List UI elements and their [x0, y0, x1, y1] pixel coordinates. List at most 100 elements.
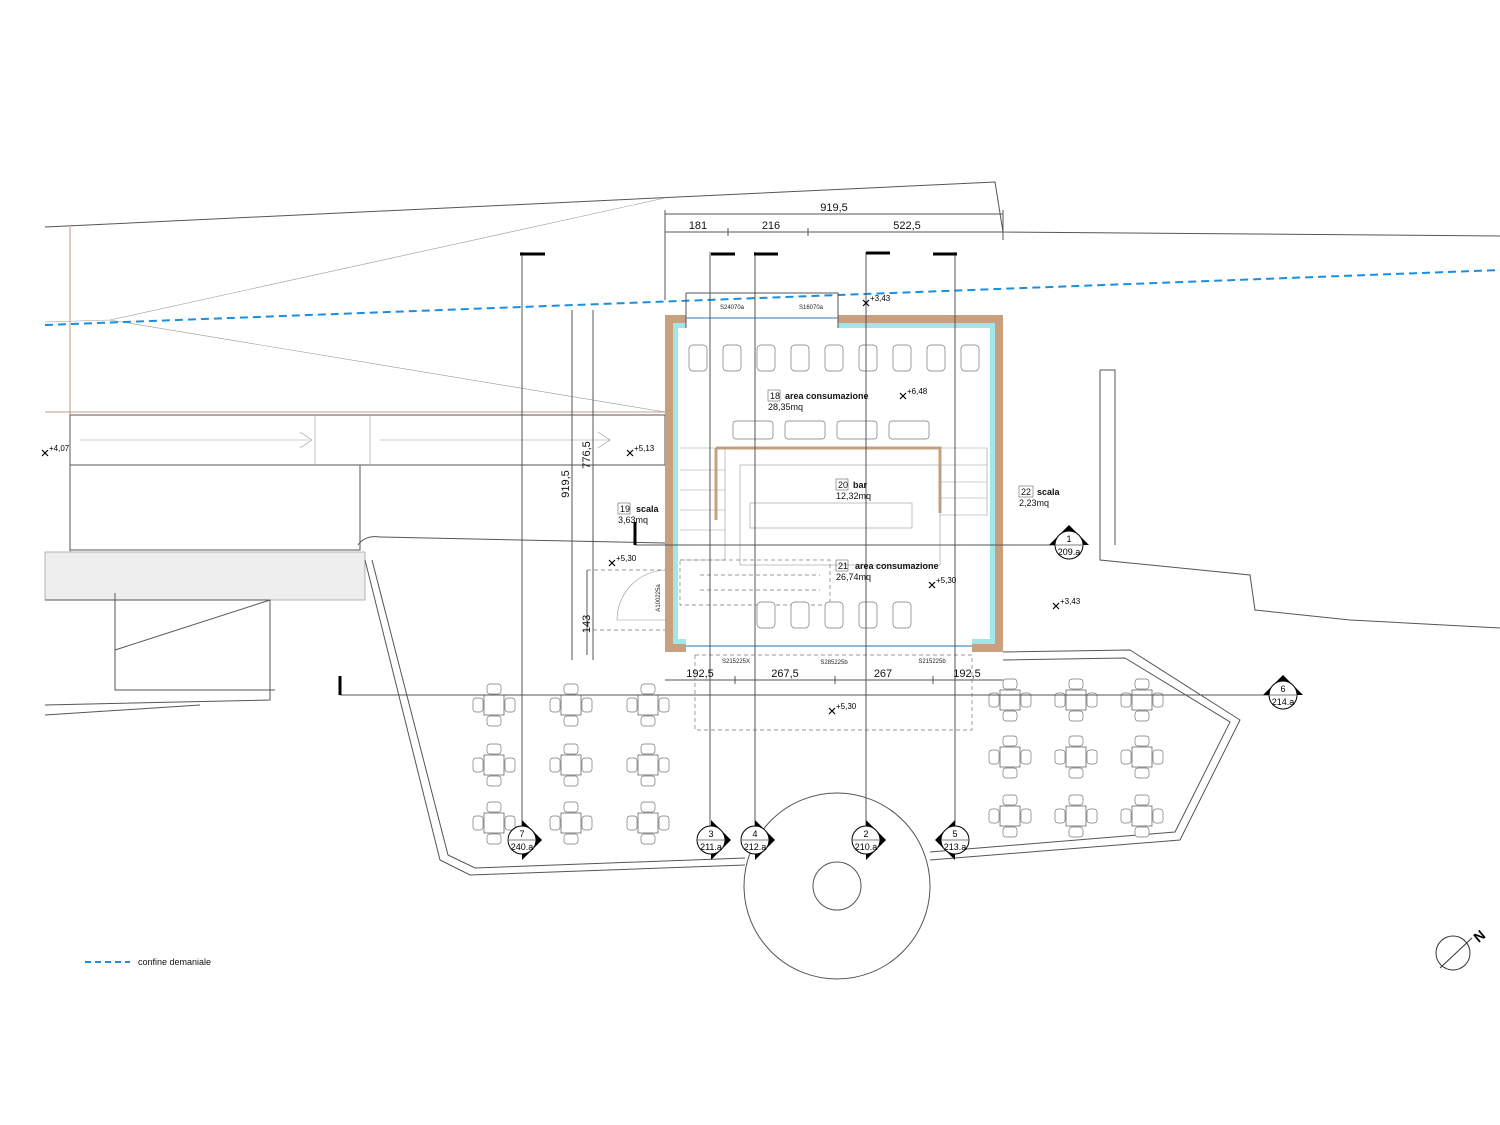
table	[483, 754, 505, 776]
chair	[790, 344, 810, 372]
chair	[1152, 692, 1164, 708]
chair	[549, 697, 561, 713]
chair	[1068, 826, 1084, 838]
table	[637, 694, 659, 716]
section-sheet: 214.a	[1272, 697, 1295, 707]
table	[1065, 689, 1087, 711]
section-number: 5	[952, 829, 957, 839]
section-sheet: 212.a	[744, 842, 767, 852]
table-set	[1120, 678, 1164, 722]
chair	[824, 601, 844, 629]
dimension-lines: 919,5 181 216 522,5 192,5 267,5 267 192,…	[560, 202, 1004, 684]
chair	[1068, 794, 1084, 806]
elevation-icon	[41, 449, 49, 457]
svg-text:bar: bar	[853, 480, 868, 490]
table-set	[472, 683, 516, 727]
chair	[1002, 767, 1018, 779]
svg-text:area consumazione: area consumazione	[855, 561, 939, 571]
section-sheet: 209.a	[1058, 547, 1081, 557]
table-set	[549, 743, 593, 787]
chair	[658, 815, 670, 831]
chair	[1020, 692, 1032, 708]
svg-text:26,74mq: 26,74mq	[836, 572, 871, 582]
dim-top-1: 181	[689, 220, 707, 232]
chair	[486, 683, 502, 695]
chair	[1054, 749, 1066, 765]
chair	[1054, 808, 1066, 824]
chair	[1086, 692, 1098, 708]
chair	[1002, 826, 1018, 838]
table	[888, 420, 930, 440]
elevation-value: +6,48	[907, 387, 928, 396]
elevation-icon	[862, 299, 870, 307]
dim-vertical-3: 143	[581, 615, 593, 633]
chair	[1020, 749, 1032, 765]
table-set	[1054, 794, 1098, 838]
opening-label: S285225b	[820, 660, 848, 666]
opening-label: A100225a	[656, 584, 662, 612]
chair	[549, 815, 561, 831]
chair	[563, 715, 579, 727]
section-number: 2	[863, 829, 868, 839]
building-walls	[665, 292, 1003, 654]
table	[999, 689, 1021, 711]
chair	[722, 344, 742, 372]
chair	[626, 757, 638, 773]
elevation-icon	[608, 559, 616, 567]
elevation-icon	[928, 581, 936, 589]
section-number: 7	[519, 829, 524, 839]
table	[560, 812, 582, 834]
section-number: 1	[1066, 534, 1071, 544]
table	[784, 420, 826, 440]
elevation-mark: +5,30	[608, 554, 637, 567]
chair	[486, 775, 502, 787]
chair	[1068, 767, 1084, 779]
opening-label: S16070a	[799, 305, 824, 311]
elevation-marks: +3,43+6,48+4,07+5,13+5,30+5,30+5,30+3,43	[41, 294, 1081, 715]
elevation-mark: +5,13	[626, 444, 655, 457]
opening-label: S215225X	[722, 659, 750, 665]
table	[1131, 805, 1153, 827]
elevation-mark: +3,43	[1052, 597, 1081, 610]
chair	[756, 601, 776, 629]
elevation-mark: +4,07	[41, 444, 70, 457]
table	[483, 694, 505, 716]
svg-text:19: 19	[620, 504, 630, 514]
chair	[1120, 749, 1132, 765]
chair	[563, 683, 579, 695]
chair	[472, 697, 484, 713]
chair	[988, 808, 1000, 824]
dim-bottom-4: 192,5	[953, 668, 981, 680]
svg-text:21: 21	[838, 561, 848, 571]
chair	[1120, 808, 1132, 824]
chair	[563, 775, 579, 787]
svg-text:20: 20	[838, 480, 848, 490]
svg-text:22: 22	[1021, 487, 1031, 497]
chair	[1134, 735, 1150, 747]
dim-bottom-1: 192,5	[686, 668, 714, 680]
table	[1131, 746, 1153, 768]
chair	[626, 697, 638, 713]
elevation-value: +4,07	[49, 444, 70, 453]
elevation-mark: +5,30	[828, 702, 857, 715]
chair	[960, 344, 980, 372]
chair	[1086, 808, 1098, 824]
chair	[1152, 749, 1164, 765]
chair	[581, 697, 593, 713]
table-set	[472, 743, 516, 787]
boundary-line	[44, 269, 1500, 326]
chair	[1120, 692, 1132, 708]
chair	[926, 344, 946, 372]
table	[637, 812, 659, 834]
dim-top-2: 216	[762, 220, 780, 232]
